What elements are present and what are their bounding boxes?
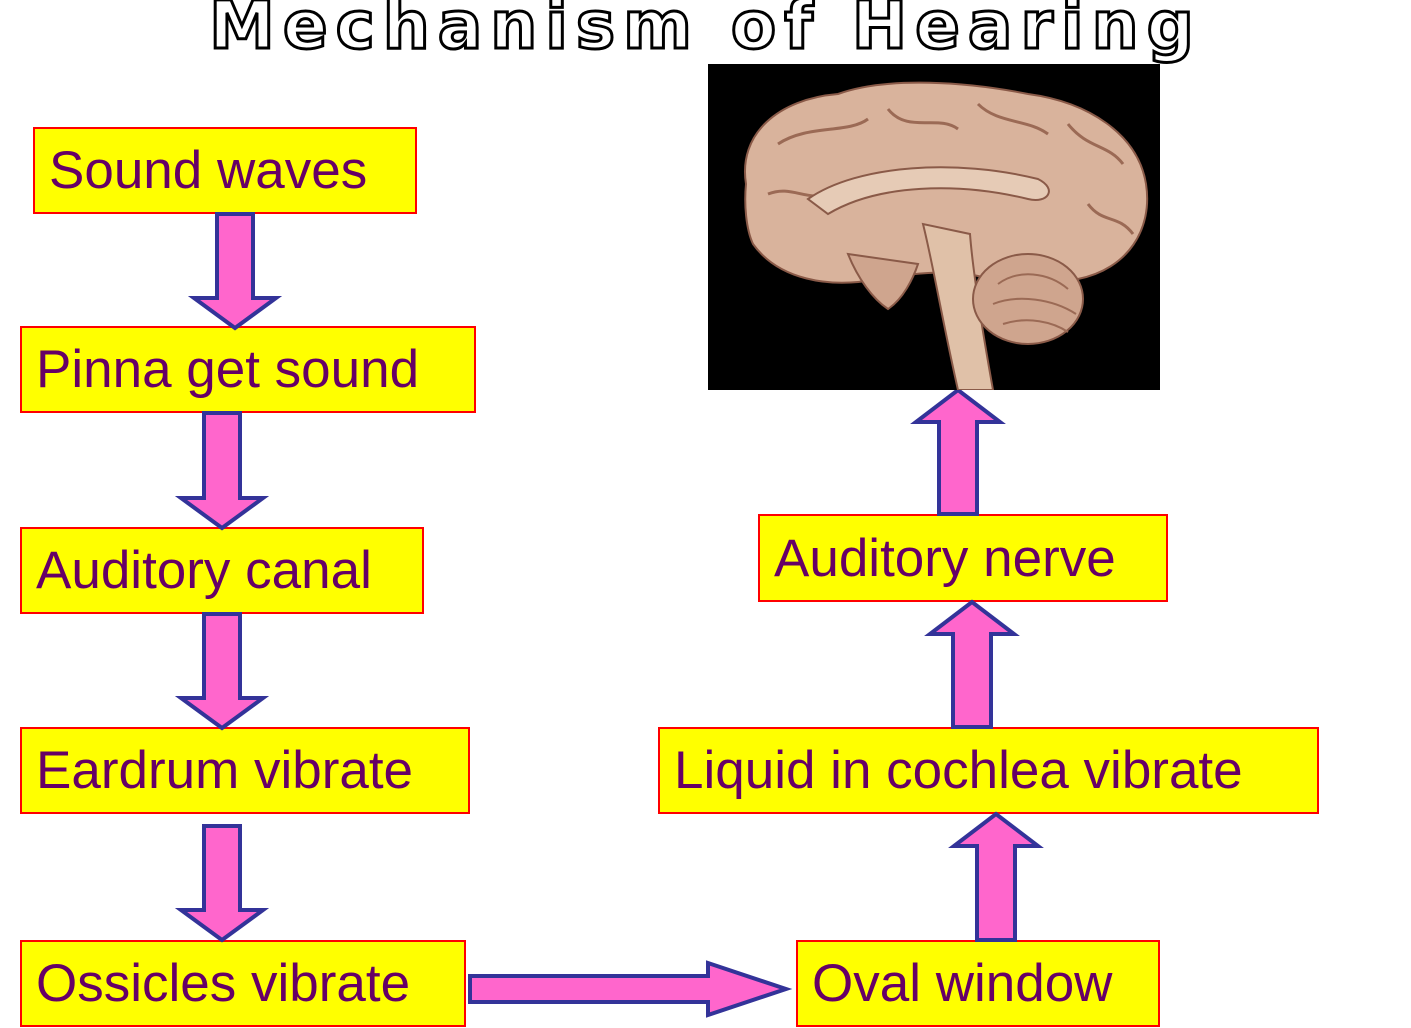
arrow-up-3: [910, 387, 1006, 516]
arrow-up-2: [924, 599, 1020, 729]
arrow-down-4: [174, 824, 270, 943]
step-pinna: Pinna get sound: [20, 326, 476, 413]
step-oval-window: Oval window: [796, 940, 1160, 1027]
brain-image: [708, 64, 1160, 390]
arrow-down-2: [174, 411, 270, 531]
arrow-up-1: [948, 811, 1044, 942]
step-auditory-canal: Auditory canal: [20, 527, 424, 614]
arrow-right: [468, 960, 793, 1018]
page-title: Mechanism of Hearing: [208, 0, 1202, 66]
step-eardrum: Eardrum vibrate: [20, 727, 470, 814]
arrow-down-3: [174, 612, 270, 731]
step-cochlea: Liquid in cochlea vibrate: [658, 727, 1319, 814]
arrow-down-1: [187, 212, 283, 331]
step-sound-waves: Sound waves: [33, 127, 417, 214]
step-ossicles: Ossicles vibrate: [20, 940, 466, 1027]
step-auditory-nerve: Auditory nerve: [758, 514, 1168, 602]
